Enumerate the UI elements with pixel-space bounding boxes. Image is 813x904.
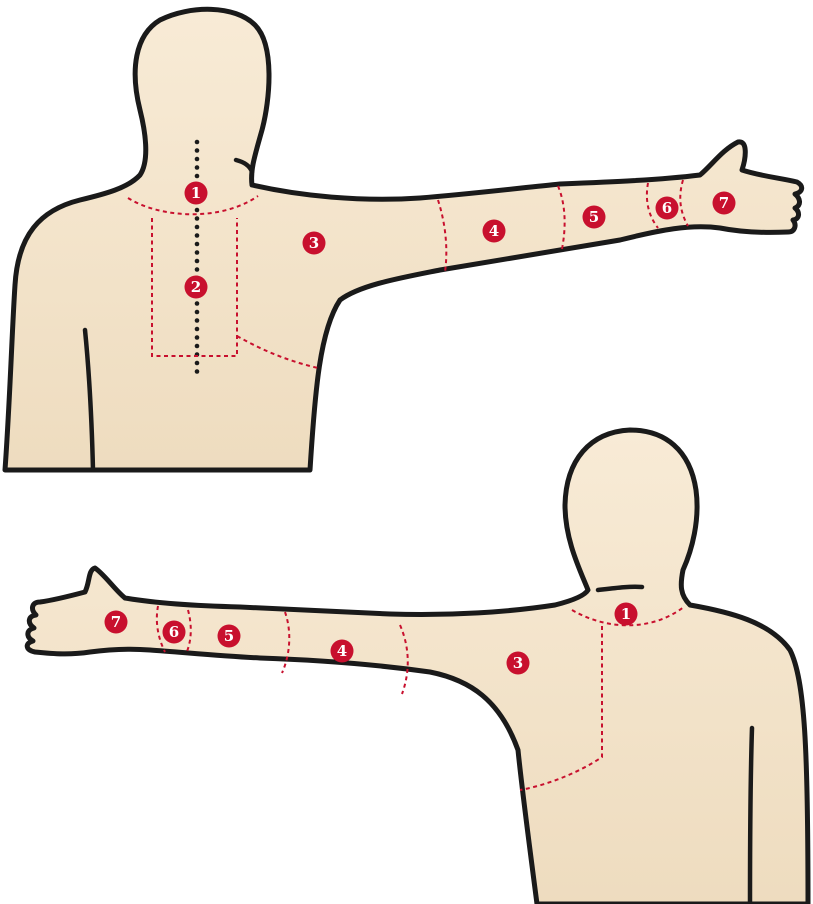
spine-dot xyxy=(195,335,200,340)
spine-dot xyxy=(195,267,200,272)
zone-marker-5: 5 xyxy=(218,625,241,648)
zone-marker-2: 2 xyxy=(185,276,208,299)
svg-text:6: 6 xyxy=(169,623,179,641)
spine-dot xyxy=(195,148,200,153)
spine-dot xyxy=(195,344,200,349)
spine-dot xyxy=(195,140,200,145)
spine-dot xyxy=(195,369,200,374)
spine-dot xyxy=(195,327,200,332)
spine-dot xyxy=(195,318,200,323)
zone-marker-5: 5 xyxy=(583,206,606,229)
svg-text:3: 3 xyxy=(309,234,319,252)
spine-dot xyxy=(195,233,200,238)
svg-text:4: 4 xyxy=(337,642,347,660)
spine-dot xyxy=(195,208,200,213)
lower-back-contour xyxy=(750,728,752,904)
spine-dot xyxy=(195,225,200,230)
spine-dot xyxy=(195,250,200,255)
spine-dot xyxy=(195,259,200,264)
svg-text:6: 6 xyxy=(662,199,672,217)
upper-figure: 1 2 3 4 5 6 7 xyxy=(5,9,802,470)
upper-body-silhouette xyxy=(5,9,802,470)
zone-marker-4: 4 xyxy=(483,220,506,243)
spine-dot xyxy=(195,216,200,221)
svg-text:3: 3 xyxy=(513,654,523,672)
svg-text:1: 1 xyxy=(621,605,631,623)
spine-dot xyxy=(195,242,200,247)
zone-marker-6: 6 xyxy=(163,621,186,644)
zone-marker-1: 1 xyxy=(185,182,208,205)
spine-dot xyxy=(195,157,200,162)
spine-dot xyxy=(195,165,200,170)
spine-dot xyxy=(195,174,200,179)
svg-text:7: 7 xyxy=(111,613,121,631)
spine-dot xyxy=(195,301,200,306)
zone-marker-1: 1 xyxy=(615,603,638,626)
zone-marker-7: 7 xyxy=(713,192,736,215)
lower-body-silhouette xyxy=(27,430,808,904)
svg-text:5: 5 xyxy=(589,208,599,226)
spine-dot xyxy=(195,361,200,366)
zone-marker-7: 7 xyxy=(105,611,128,634)
svg-text:1: 1 xyxy=(191,184,201,202)
svg-text:4: 4 xyxy=(489,222,499,240)
zone-marker-6: 6 xyxy=(656,197,679,220)
svg-text:2: 2 xyxy=(191,278,201,296)
lower-figure: 1 3 4 5 6 7 xyxy=(27,430,808,904)
zone-marker-3: 3 xyxy=(303,232,326,255)
spine-dot xyxy=(195,310,200,315)
svg-text:5: 5 xyxy=(224,627,234,645)
zone-marker-3: 3 xyxy=(507,652,530,675)
svg-text:7: 7 xyxy=(719,194,729,212)
zone-marker-4: 4 xyxy=(331,640,354,663)
